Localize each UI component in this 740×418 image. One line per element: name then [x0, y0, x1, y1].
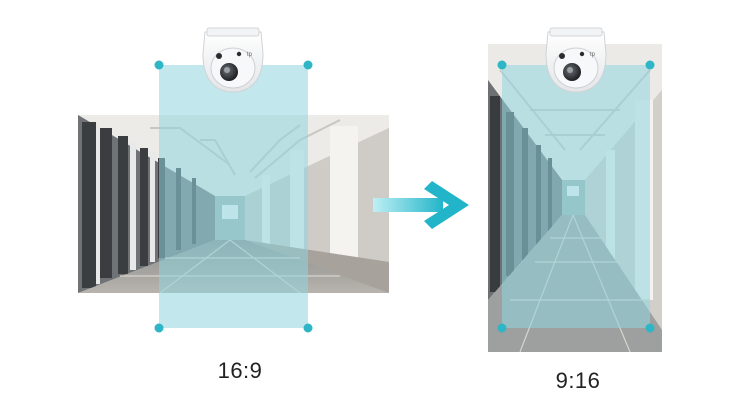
fov-corner-dot [154, 60, 164, 70]
fov-corner-dot [645, 323, 655, 333]
fov-corner-dot [497, 323, 507, 333]
dome-camera-icon: tp [545, 27, 607, 93]
fov-corner-dot [645, 60, 655, 70]
fov-corner-dot [497, 60, 507, 70]
aspect-ratio-label-16-9: 16:9 [217, 358, 263, 383]
right-arrow-icon [373, 181, 469, 229]
fov-corner-dot [303, 323, 313, 333]
fov-corner-dot [154, 323, 164, 333]
dome-camera-icon: tp [202, 27, 264, 93]
fov-corner-dot [303, 60, 313, 70]
svg-text:tp: tp [247, 52, 253, 58]
aspect-ratio-label-9-16: 9:16 [555, 368, 601, 393]
svg-text:tp: tp [590, 52, 596, 58]
field-of-view-16-9 [154, 60, 313, 333]
field-of-view-9-16 [497, 60, 655, 333]
